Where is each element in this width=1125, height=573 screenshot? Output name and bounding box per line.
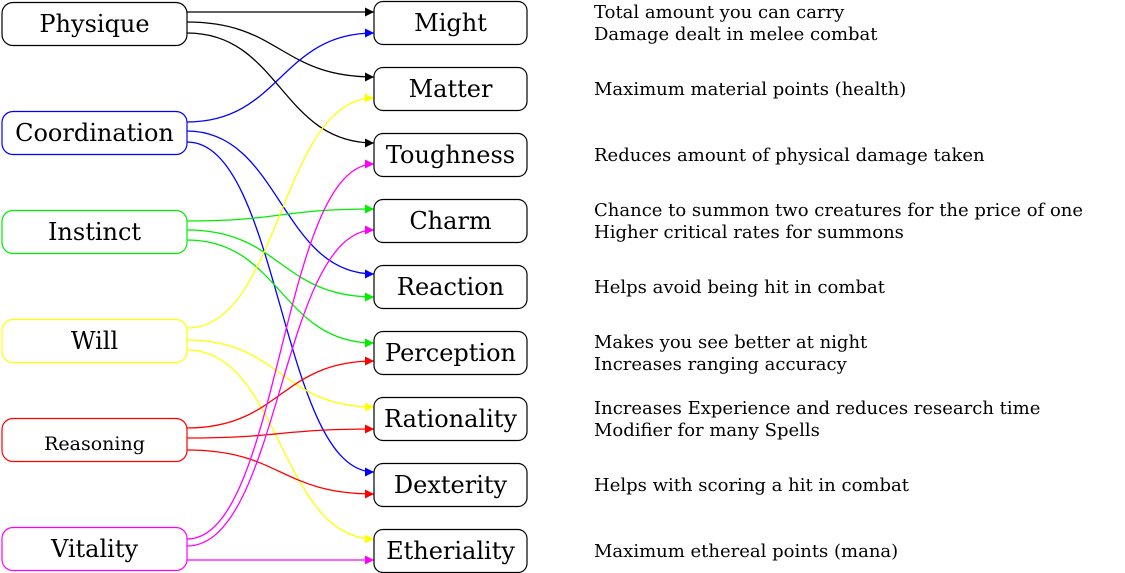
edge-coordination-to-dexterity <box>186 141 375 477</box>
description-dexterity-line-1: Helps with scoring a hit in combat <box>594 475 910 496</box>
node-instinct-label: Instinct <box>48 218 141 246</box>
description-matter-line-1: Maximum material points (health) <box>594 79 906 100</box>
description-rationality-line-1: Increases Experience and reduces researc… <box>594 398 1040 419</box>
description-etheriality-line-1: Maximum ethereal points (mana) <box>594 541 898 562</box>
description-charm-line-1: Chance to summon two creatures for the p… <box>594 200 1083 221</box>
node-perception-label: Perception <box>385 339 516 367</box>
description-charm-line-2: Higher critical rates for summons <box>594 222 904 243</box>
edge-will-to-etheriality <box>186 349 375 544</box>
edge-physique-to-matter <box>186 21 375 82</box>
attribute-nodes: PhysiqueCoordinationInstinctWillReasonin… <box>1 0 528 573</box>
node-physique-box <box>1 1 188 47</box>
node-etheriality-label: Etheriality <box>386 537 515 565</box>
node-vitality-box <box>1 526 188 572</box>
edge-vitality-to-charm <box>186 225 375 547</box>
edge-instinct-to-perception <box>186 239 375 348</box>
node-reaction-label: Reaction <box>397 273 504 301</box>
node-toughness-box <box>373 132 528 178</box>
description-might-line-2: Damage dealt in melee combat <box>594 24 878 45</box>
node-physique: Physique <box>1 1 188 47</box>
node-perception: Perception <box>373 330 528 376</box>
edge-will-to-matter <box>186 93 375 329</box>
node-instinct: Instinct <box>1 209 188 255</box>
node-physique-label: Physique <box>39 10 149 38</box>
node-reaction-box <box>373 264 528 310</box>
node-charm-box <box>373 198 528 244</box>
node-toughness-label: Toughness <box>386 141 515 169</box>
node-coordination: Coordination <box>1 110 188 156</box>
node-rationality-label: Rationality <box>384 405 517 433</box>
edge-vitality-to-toughness <box>186 159 375 540</box>
node-matter-label: Matter <box>409 75 493 103</box>
node-reasoning: Reasoning <box>1 417 188 463</box>
node-charm: Charm <box>373 198 528 244</box>
edge-instinct-to-charm <box>186 204 375 222</box>
node-reasoning-box <box>1 417 188 463</box>
description-perception-line-2: Increases ranging accuracy <box>594 354 848 375</box>
description-might-line-1: Total amount you can carry <box>594 2 845 23</box>
edge-reasoning-to-perception <box>186 356 375 429</box>
node-matter-box <box>373 66 528 112</box>
node-dexterity-box <box>373 462 528 508</box>
edge-coordination-to-might <box>186 28 375 123</box>
node-dexterity-label: Dexterity <box>394 471 508 499</box>
description-reaction-line-1: Helps avoid being hit in combat <box>594 277 886 298</box>
node-charm-label: Charm <box>409 207 492 235</box>
edge-will-to-rationality <box>186 339 375 412</box>
node-coordination-box <box>1 110 188 156</box>
edge-instinct-to-reaction <box>186 229 375 302</box>
description-perception-line-1: Makes you see better at night <box>594 332 868 353</box>
node-might-label: Might <box>414 9 487 37</box>
description-toughness-line-1: Reduces amount of physical damage taken <box>594 145 985 166</box>
edge-reasoning-to-dexterity <box>186 449 375 499</box>
node-might: Might <box>373 0 528 46</box>
node-reaction: Reaction <box>373 264 528 310</box>
node-instinct-box <box>1 209 188 255</box>
node-reasoning-label: Reasoning <box>44 433 145 455</box>
node-vitality: Vitality <box>1 526 188 572</box>
node-etheriality: Etheriality <box>373 528 528 573</box>
node-might-box <box>373 0 528 46</box>
node-rationality: Rationality <box>373 396 528 442</box>
node-perception-box <box>373 330 528 376</box>
node-will-box <box>1 318 188 364</box>
node-will-label: Will <box>71 327 118 355</box>
node-vitality-label: Vitality <box>50 535 139 563</box>
connection-edges <box>186 7 375 565</box>
node-rationality-box <box>373 396 528 442</box>
description-rationality-line-2: Modifier for many Spells <box>594 420 820 441</box>
node-toughness: Toughness <box>373 132 528 178</box>
edge-coordination-to-reaction <box>186 130 375 279</box>
node-matter: Matter <box>373 66 528 112</box>
node-dexterity: Dexterity <box>373 462 528 508</box>
edge-reasoning-to-rationality <box>186 424 375 439</box>
edge-physique-to-toughness <box>186 32 375 148</box>
node-will: Will <box>1 318 188 364</box>
node-coordination-label: Coordination <box>15 119 174 147</box>
